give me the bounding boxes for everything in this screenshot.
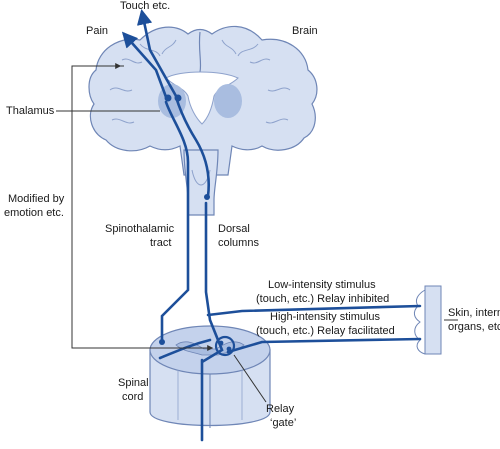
medulla-synapse [204,194,210,200]
label-spinothalamic-line1: Spinothalamic [105,223,175,235]
nerve-pathways [121,8,422,442]
dorsal-column-path [200,201,224,442]
label-low-line2: (touch, etc.) Relay inhibited [256,293,389,305]
label-touch: Touch etc. [120,0,170,12]
label-dorsal-line2: columns [218,237,259,249]
label-modified-line2: emotion etc. [4,207,64,219]
brainstem [183,149,219,216]
leader-lines [56,110,458,403]
label-spinal-line2: cord [122,391,143,403]
label-spinothalamic-line2: tract [150,237,171,249]
low-intensity-fibre [206,304,422,317]
label-dorsal-line1: Dorsal [218,223,250,235]
spinothalamic-path [158,100,212,360]
high-intensity-fibre [226,337,422,354]
pain-arrow [121,31,168,99]
label-relay-line2: ‘gate’ [270,417,296,429]
touch-arrow [136,8,178,98]
label-high-line1: High-intensity stimulus [270,311,381,323]
relay-leader [233,354,267,403]
synapse-markers [159,94,210,345]
label-modified-line1: Modified by [8,193,65,205]
brain-section [88,25,318,176]
modulation-bracket [71,63,214,351]
thalamus-synapse-left [164,94,172,102]
label-thalamus: Thalamus [6,105,55,117]
skin-tissue [413,285,442,355]
cord-synapse [159,339,165,345]
spinal-cord-segment [149,325,271,428]
label-skin-line1: Skin, internal [448,307,500,319]
label-high-line2: (touch, etc.) Relay facilitated [256,325,395,337]
label-spinal-line1: Spinal [118,377,149,389]
label-pain: Pain [86,25,108,37]
label-skin-line2: organs, etc. [448,321,500,333]
label-brain: Brain [292,25,318,37]
thalamus-synapse-right [174,94,182,102]
label-relay-line1: Relay [266,403,295,415]
dorsal-to-thalamus [174,95,210,198]
label-low-line1: Low-intensity stimulus [268,279,376,291]
relay-gate [214,335,236,357]
